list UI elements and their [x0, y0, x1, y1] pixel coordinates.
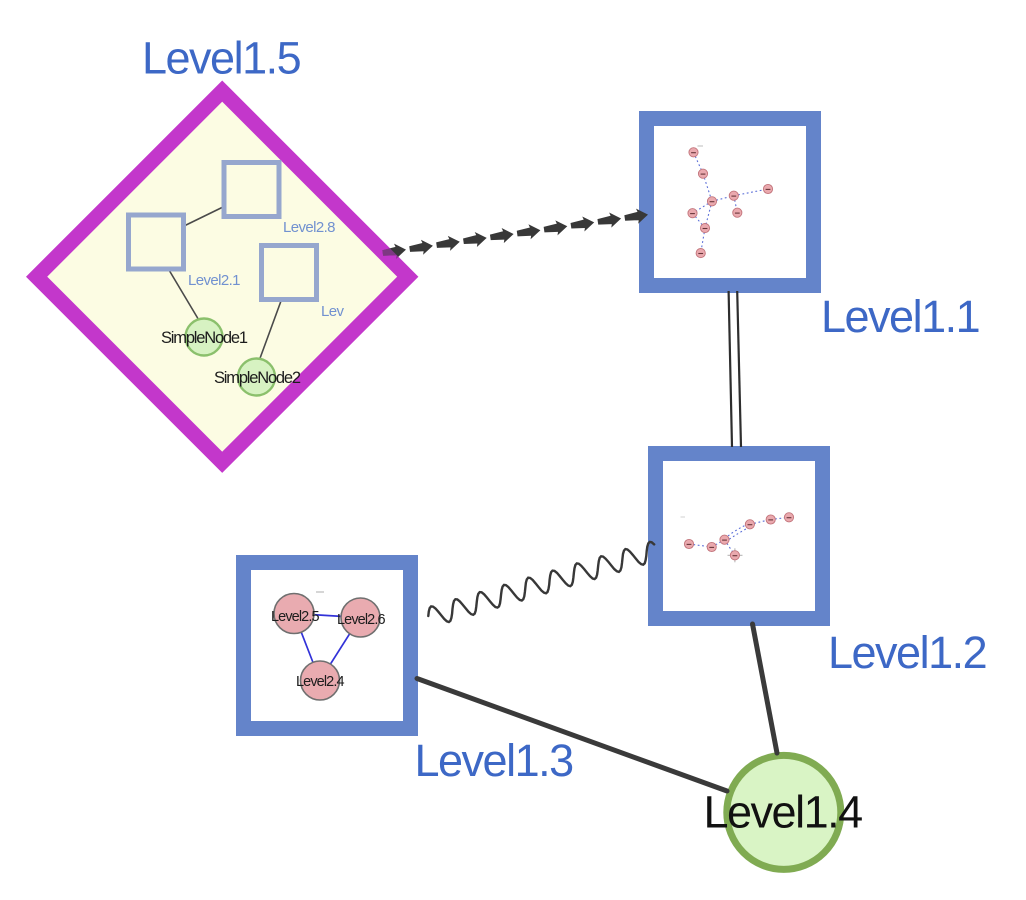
svg-text:SimpleNode2: SimpleNode2 — [214, 369, 301, 387]
svg-text:Level1.3: Level1.3 — [415, 735, 574, 786]
svg-text:Level1.2: Level1.2 — [828, 627, 986, 678]
svg-text:Lev: Lev — [321, 303, 344, 320]
svg-text:Level2.4: Level2.4 — [296, 674, 344, 690]
svg-text:Level2.5: Level2.5 — [271, 609, 319, 625]
svg-text:Level1.4: Level1.4 — [704, 787, 863, 838]
svg-text:Level2.8: Level2.8 — [283, 219, 335, 236]
svg-text:Level1.5: Level1.5 — [142, 33, 301, 84]
svg-text:Level1.1: Level1.1 — [821, 291, 979, 342]
svg-text:Level2.1: Level2.1 — [188, 272, 240, 289]
svg-text:SimpleNode1: SimpleNode1 — [161, 329, 248, 347]
svg-text:Level2.6: Level2.6 — [337, 612, 385, 628]
